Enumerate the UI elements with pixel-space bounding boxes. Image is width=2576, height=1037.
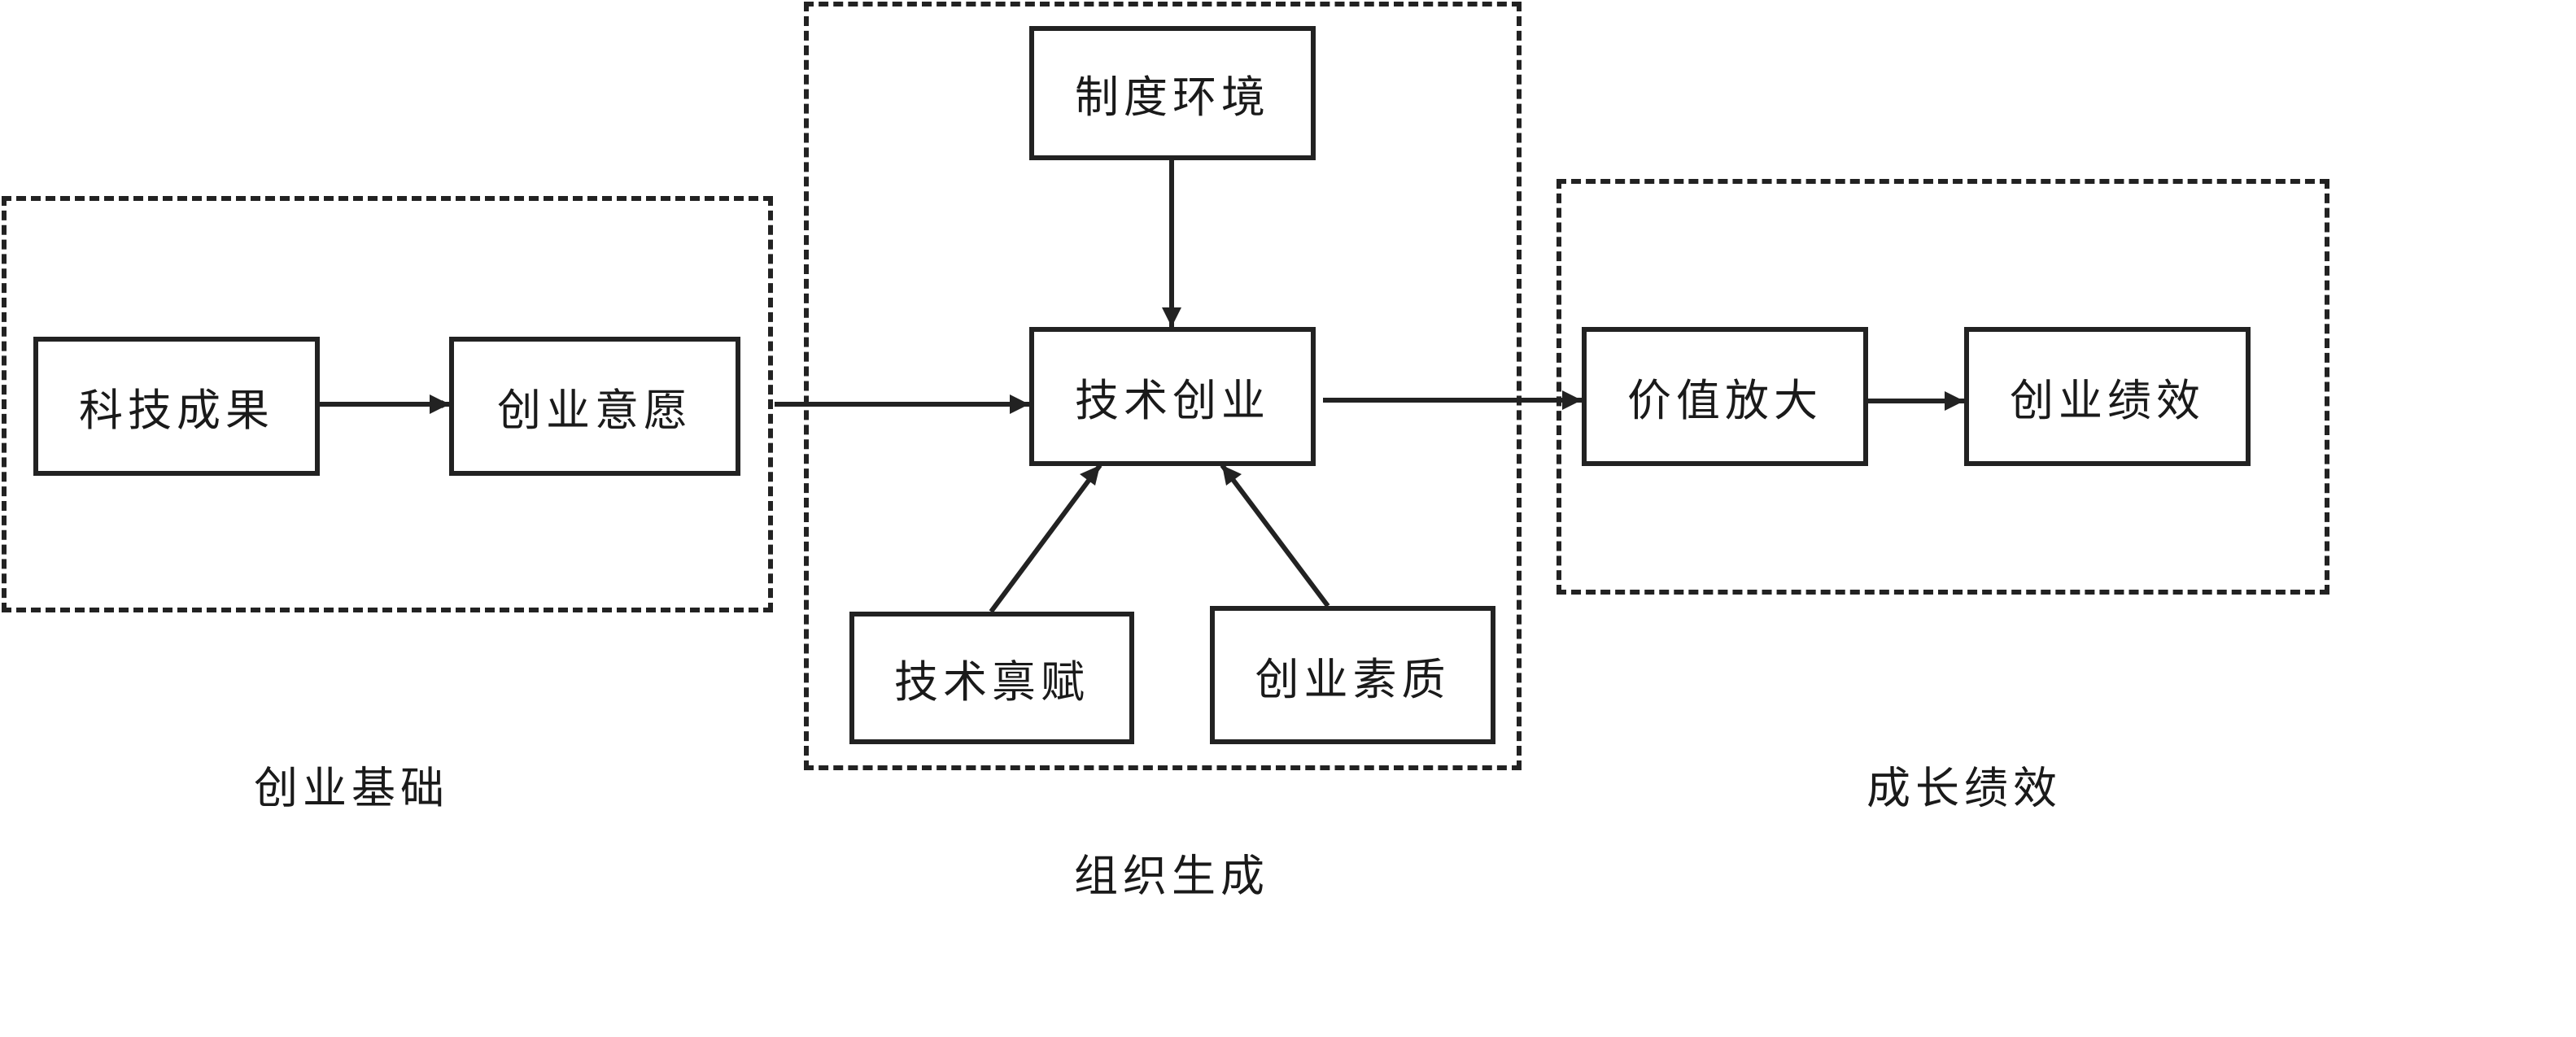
group-foundation-label: 创业基础 <box>254 762 449 814</box>
node-label: 技术禀赋 <box>894 656 1089 708</box>
node-entrepreneurial-willingness: 创业意愿 <box>449 337 740 476</box>
node-value-amplification: 价值放大 <box>1582 327 1868 466</box>
node-label: 创业意愿 <box>497 385 692 436</box>
group-generation-label: 组织生成 <box>1074 850 1269 902</box>
node-label: 创业绩效 <box>2010 375 2205 426</box>
arrowhead-icon <box>1162 307 1181 327</box>
group-foundation-box <box>2 196 773 612</box>
edge-endowment-to-entrepreneurship <box>989 464 1102 613</box>
node-entrepreneurial-performance: 创业绩效 <box>1964 327 2251 466</box>
node-label: 技术创业 <box>1075 375 1270 426</box>
group-generation-box <box>804 2 1522 770</box>
arrowhead-icon <box>430 394 449 414</box>
node-label: 价值放大 <box>1627 375 1823 426</box>
arrowhead-icon <box>1945 391 1964 411</box>
edge-quality-to-entrepreneurship <box>1220 464 1330 608</box>
node-sci-tech-results: 科技成果 <box>33 337 320 476</box>
node-institutional-environment: 制度环境 <box>1029 26 1316 160</box>
group-growth-label: 成长绩效 <box>1867 762 2062 814</box>
node-entrepreneurial-quality: 创业素质 <box>1210 606 1495 744</box>
group-growth-box <box>1557 179 2329 595</box>
arrowhead-icon <box>1080 465 1100 486</box>
node-tech-entrepreneurship: 技术创业 <box>1029 327 1316 466</box>
arrowhead-icon <box>1010 394 1029 414</box>
arrowhead-icon <box>1562 390 1582 410</box>
node-label: 制度环境 <box>1075 72 1270 123</box>
node-tech-endowment: 技术禀赋 <box>849 612 1134 744</box>
arrowhead-icon <box>1222 465 1242 486</box>
node-label: 创业素质 <box>1255 653 1451 705</box>
node-label: 科技成果 <box>79 385 274 436</box>
